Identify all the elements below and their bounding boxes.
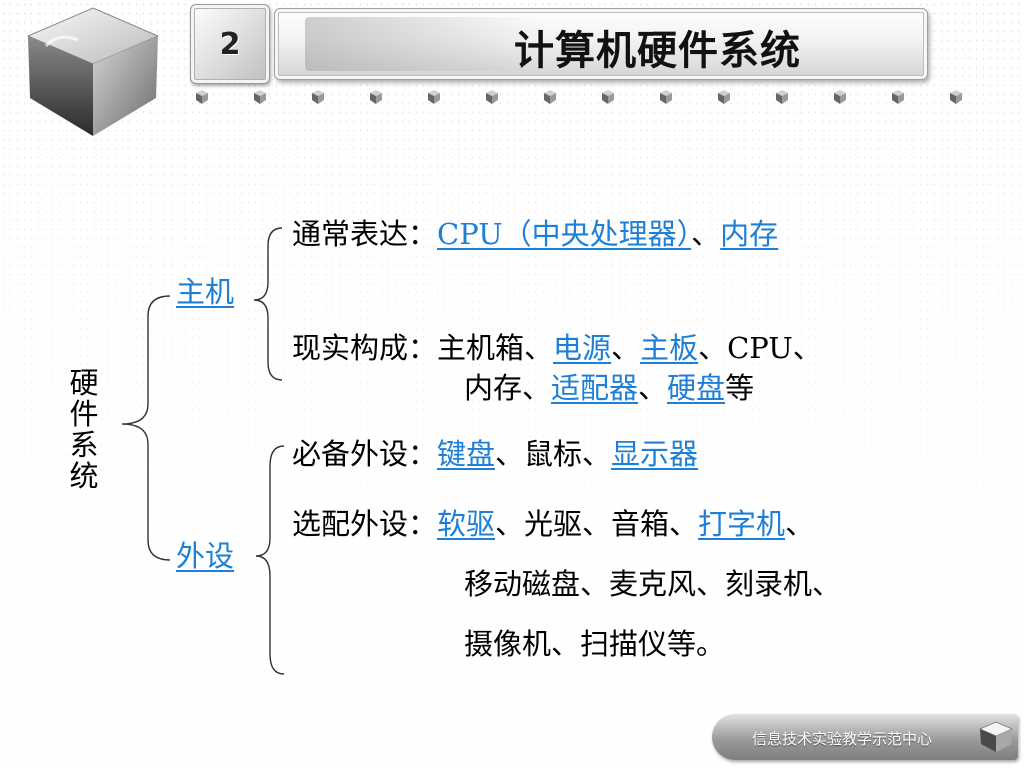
monitor-link[interactable]: 显示器 [611, 437, 699, 471]
slide-number: 2 [219, 26, 241, 62]
adapter-link[interactable]: 适配器 [551, 371, 639, 405]
host-link[interactable]: 主机 [176, 275, 235, 309]
optional-peripherals-row-2: 移动磁盘、麦克风、刻录机、 [464, 567, 842, 601]
real-composition-row: 现实构成：主机箱、电源、主板、CPU、 [292, 330, 822, 366]
title-bar [274, 8, 928, 80]
slide-number-box: 2 [190, 4, 270, 84]
optional-peripherals-row-3: 摄像机、扫描仪等。 [464, 627, 726, 661]
root-char: 系 [69, 428, 99, 462]
memory-link[interactable]: 内存 [720, 217, 779, 251]
keyboard-link[interactable]: 键盘 [437, 437, 496, 471]
text-segment: 、 [611, 331, 641, 365]
common-expression-row: 通常表达：CPU（中央处理器）、内存 [292, 216, 778, 252]
bolt-decoration-row [196, 90, 962, 104]
printer-link[interactable]: 打字机 [698, 507, 786, 541]
power-supply-link[interactable]: 电源 [553, 331, 612, 365]
floppy-drive-link[interactable]: 软驱 [437, 507, 496, 541]
root-char: 统 [69, 459, 99, 493]
footer-bar [712, 714, 1018, 760]
motherboard-link[interactable]: 主板 [640, 331, 699, 365]
real-composition-row-2: 内存、适配器、硬盘等 [464, 370, 754, 406]
text-segment: 内存、 [464, 371, 552, 405]
text-segment: 、鼠标、 [495, 437, 612, 471]
optional-peripherals-row: 选配外设：软驱、光驱、音箱、打字机、 [292, 506, 814, 542]
required-peripherals-label: 必备外设： [292, 437, 438, 471]
optional-peripherals-label: 选配外设： [292, 507, 438, 541]
hard-disk-link[interactable]: 硬盘 [667, 371, 726, 405]
cube-logo-icon [26, 7, 160, 136]
text-segment: 、CPU、 [698, 331, 822, 365]
cube-footer-icon [979, 721, 1013, 752]
text-segment: 、 [638, 371, 668, 405]
footer-text: 信息技术实验教学示范中心 [752, 730, 933, 748]
common-expression-label: 通常表达： [292, 217, 438, 251]
slide-title: 计算机硬件系统 [514, 28, 801, 74]
cpu-link[interactable]: CPU（中央处理器） [437, 217, 692, 251]
required-peripherals-row: 必备外设：键盘、鼠标、显示器 [292, 436, 698, 472]
root-char: 硬 [69, 366, 99, 400]
text-segment: 、光驱、音箱、 [495, 507, 699, 541]
separator: 、 [691, 217, 721, 251]
real-composition-label: 现实构成： [292, 331, 438, 365]
text-segment: 等 [725, 371, 755, 405]
peripheral-link[interactable]: 外设 [176, 539, 235, 573]
root-char: 件 [69, 397, 99, 431]
text-segment: 主机箱、 [437, 331, 554, 365]
text-segment: 、 [785, 507, 815, 541]
root-label-hardware-system: 硬 件 系 统 [66, 368, 102, 492]
